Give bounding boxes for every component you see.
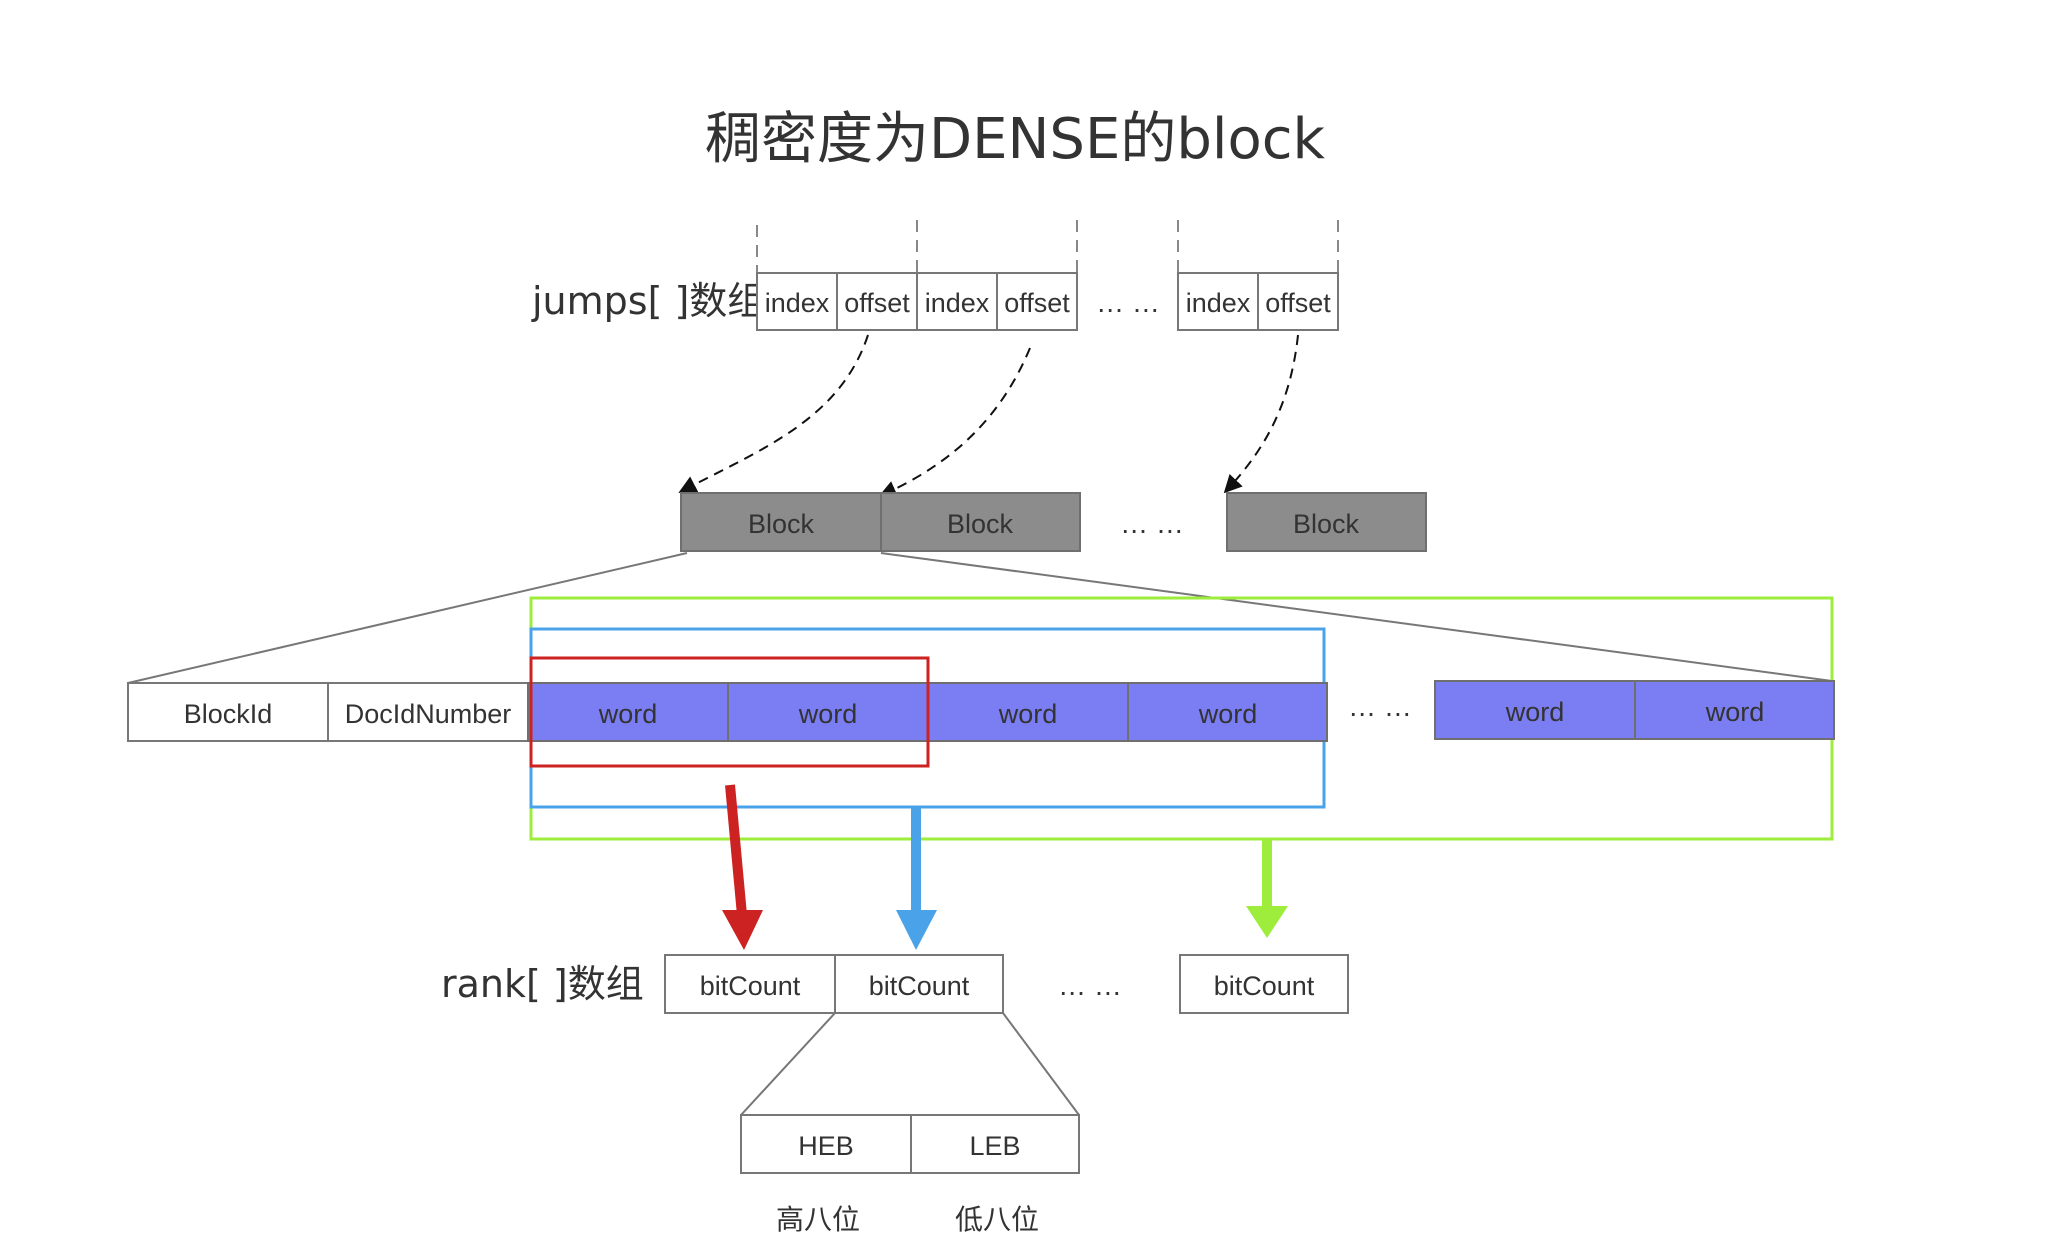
green-arrow bbox=[1246, 839, 1288, 938]
bitcount-detail-row: HEB LEB bbox=[740, 1114, 1080, 1174]
word-cell: word bbox=[798, 699, 858, 729]
jumps-index-cell: index bbox=[925, 288, 990, 318]
blocks-ellipsis: … … bbox=[1120, 508, 1184, 539]
heb-caption: 高八位 bbox=[776, 1203, 860, 1236]
red-arrow bbox=[722, 784, 763, 950]
block-label: Block bbox=[947, 509, 1014, 539]
jump-arrow-1 bbox=[678, 334, 869, 493]
rank-row: bitCount bitCount … … bitCount bbox=[664, 954, 1349, 1014]
rank-array-label: rank[ ]数组 bbox=[441, 962, 644, 1006]
leb-cell: LEB bbox=[969, 1131, 1020, 1161]
jump-arrow-2 bbox=[878, 347, 1031, 498]
jumps-ellipsis: … … bbox=[1096, 287, 1160, 318]
bitcount-expansion-lines bbox=[740, 1012, 1080, 1116]
words-ellipsis: … … bbox=[1348, 691, 1412, 722]
red-word-group-frame bbox=[529, 656, 930, 768]
jumps-offset-cell: offset bbox=[1004, 288, 1070, 318]
jumps-offset-cell: offset bbox=[1265, 288, 1331, 318]
jumps-index-cell: index bbox=[1186, 288, 1251, 318]
bitcount-cell: bitCount bbox=[700, 971, 801, 1001]
bitcount-cell: bitCount bbox=[869, 971, 970, 1001]
rank-ellipsis: … … bbox=[1058, 970, 1122, 1001]
heb-cell: HEB bbox=[798, 1131, 854, 1161]
word-cell: word bbox=[1705, 697, 1765, 727]
blocks-row: Block Block … … Block bbox=[680, 492, 1427, 552]
blockid-cell: BlockId bbox=[184, 699, 273, 729]
jump-pointer-arrows bbox=[678, 334, 1299, 498]
block-expansion-lines bbox=[127, 552, 1833, 684]
bitcount-cell: bitCount bbox=[1214, 971, 1315, 1001]
jumps-entry-2: index offset bbox=[916, 272, 1078, 331]
word-cell: word bbox=[1505, 697, 1565, 727]
block-detail-row: BlockId DocIdNumber word word word word … bbox=[127, 680, 1835, 742]
jumps-array-label: jumps[ ]数组 bbox=[531, 279, 765, 323]
word-cell: word bbox=[998, 699, 1058, 729]
leb-caption: 低八位 bbox=[955, 1203, 1039, 1236]
diagram-title: 稠密度为DENSE的block bbox=[705, 107, 1325, 172]
block-label: Block bbox=[1293, 509, 1360, 539]
blue-arrow bbox=[896, 807, 937, 950]
jumps-offset-cell: offset bbox=[844, 288, 910, 318]
jumps-entry-1: index offset bbox=[756, 272, 918, 331]
jumps-entry-3: index offset bbox=[1177, 272, 1339, 331]
docidnumber-cell: DocIdNumber bbox=[345, 699, 512, 729]
jumps-index-cell: index bbox=[765, 288, 830, 318]
jump-arrow-3 bbox=[1223, 334, 1299, 494]
block-label: Block bbox=[748, 509, 815, 539]
word-cell: word bbox=[1198, 699, 1258, 729]
word-cell: word bbox=[598, 699, 658, 729]
